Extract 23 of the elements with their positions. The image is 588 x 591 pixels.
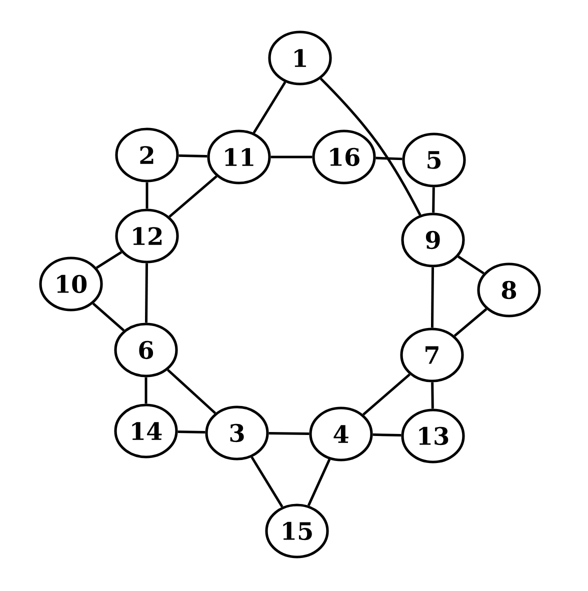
connector-line <box>454 308 488 337</box>
connector-line <box>96 251 122 269</box>
connector-line <box>145 263 148 323</box>
connector-line <box>268 432 310 435</box>
connector-line <box>178 154 208 158</box>
connector-line <box>320 78 422 216</box>
connector-line <box>458 256 484 274</box>
connector-line <box>376 156 402 160</box>
connector-line <box>362 373 410 416</box>
connector-line <box>168 175 218 218</box>
connector-line <box>146 182 148 209</box>
connector-line <box>144 377 148 404</box>
connector-line <box>166 368 216 414</box>
connector-line <box>431 382 434 409</box>
connector-line <box>372 433 402 437</box>
connector-line <box>92 302 125 332</box>
connector-line <box>178 430 206 434</box>
connector-line <box>250 456 284 508</box>
connector-line <box>252 81 286 134</box>
connector-line <box>270 156 312 158</box>
connector-line <box>430 267 434 328</box>
connector-line <box>307 458 331 506</box>
connector-line <box>432 187 435 213</box>
